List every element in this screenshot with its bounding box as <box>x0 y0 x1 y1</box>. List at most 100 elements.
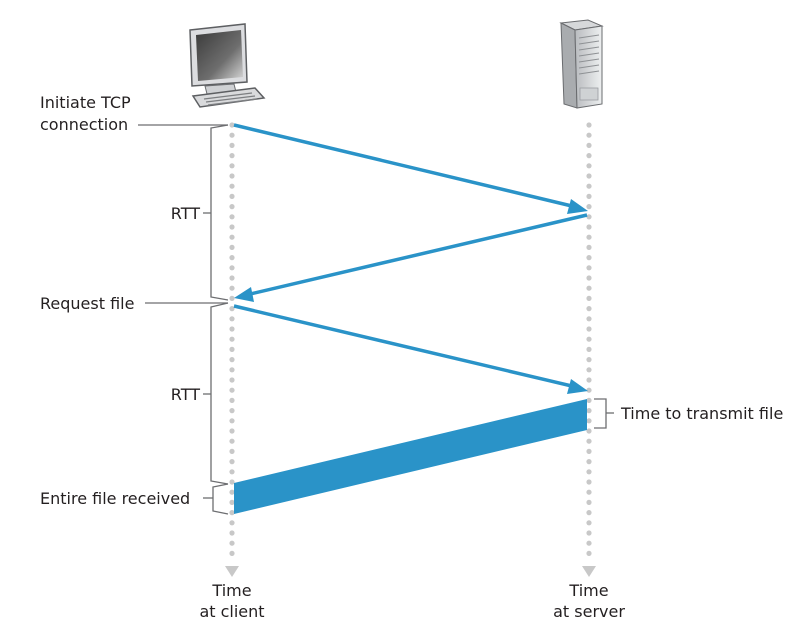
timeline-dot <box>586 122 592 128</box>
timeline-dot <box>586 142 592 148</box>
rtt1-label: RTT <box>171 204 200 223</box>
timeline-dot <box>229 377 235 383</box>
timeline-dot <box>229 316 235 322</box>
request-file-label: Request file <box>40 294 134 313</box>
timeline-dot <box>586 489 592 495</box>
rtt1-bracket <box>210 124 229 301</box>
timeline-dot <box>586 285 592 291</box>
timeline-dot <box>229 255 235 261</box>
timeline-dot <box>586 469 592 475</box>
timeline-dot <box>229 550 235 557</box>
timeline-dot <box>229 204 235 210</box>
timeline-dot <box>586 367 592 373</box>
timeline-dot <box>229 336 235 342</box>
timeline-dot <box>586 499 592 505</box>
timeline-dot <box>586 295 592 301</box>
timeline-dot <box>586 377 592 383</box>
timeline-dot <box>229 234 235 240</box>
timeline-dot <box>586 357 592 363</box>
timeline-dot <box>586 540 592 546</box>
received-label: Entire file received <box>40 489 190 508</box>
timeline-dot <box>586 183 592 189</box>
timeline-dot <box>586 530 592 536</box>
timeline-dot <box>229 499 235 505</box>
timeline-dot <box>229 285 235 291</box>
timeline-dot <box>229 387 235 393</box>
server-time-label-line1: Time <box>568 581 608 600</box>
timeline-dot <box>229 397 235 403</box>
timeline-dot <box>229 326 235 332</box>
timeline-dot <box>229 428 235 434</box>
server-timeline <box>586 122 592 557</box>
timeline-dot <box>586 193 592 199</box>
timeline-dot <box>586 387 592 393</box>
synack-arrow <box>234 213 588 302</box>
timeline-dot <box>229 224 235 230</box>
timeline-dot <box>586 173 592 179</box>
timeline-dot <box>229 265 235 271</box>
timeline-dot <box>586 224 592 230</box>
timeline-dot <box>586 163 592 169</box>
timeline-dot <box>229 306 235 312</box>
timeline-dot <box>586 275 592 281</box>
timeline-dot <box>586 316 592 322</box>
timeline-dot <box>586 520 592 526</box>
timeline-dot <box>229 244 235 250</box>
client-time-arrowhead <box>225 566 239 577</box>
timeline-dot <box>586 550 592 557</box>
timeline-dot <box>229 418 235 424</box>
timeline-dot <box>586 234 592 240</box>
timeline-dot <box>586 459 592 465</box>
received-bracket <box>212 483 229 515</box>
timeline-dot <box>586 204 592 210</box>
timeline-dot <box>586 244 592 250</box>
timeline-dot <box>229 346 235 352</box>
initiate-label-line1: Initiate TCP <box>40 93 131 112</box>
timeline-dot <box>586 265 592 271</box>
timeline-dot <box>229 520 235 526</box>
timeline-dot <box>229 142 235 148</box>
server-time-label-line2: at server <box>553 602 625 621</box>
transmit-bracket <box>594 398 607 429</box>
timeline-dot <box>586 336 592 342</box>
timeline-dot <box>229 438 235 444</box>
timeline-dot <box>229 408 235 414</box>
timeline-dot <box>586 408 592 414</box>
timeline-dot <box>229 448 235 454</box>
rtt2-bracket <box>210 302 229 485</box>
client-timeline <box>229 122 235 557</box>
timeline-dot <box>229 357 235 363</box>
transmit-label: Time to transmit file <box>620 404 783 423</box>
timeline-dot <box>229 193 235 199</box>
timeline-dot <box>586 397 592 403</box>
timeline-dot <box>586 418 592 424</box>
timeline-dot <box>586 448 592 454</box>
timeline-dot <box>229 214 235 220</box>
timeline-dot <box>229 509 235 516</box>
timeline-dot <box>229 275 235 281</box>
timeline-dot <box>229 173 235 179</box>
desktop-computer-icon <box>189 23 266 108</box>
timeline-dot <box>586 438 592 444</box>
timeline-dot <box>229 530 235 536</box>
client-time-label-line2: at client <box>199 602 264 621</box>
timeline-dot <box>586 306 592 312</box>
timeline-dot <box>586 479 592 485</box>
timeline-dot <box>229 367 235 373</box>
timeline-dot <box>229 540 235 546</box>
timeline-dot <box>229 153 235 159</box>
initiate-label-line2: connection <box>40 115 128 134</box>
timeline-dot <box>586 132 592 138</box>
timeline-dot <box>229 163 235 169</box>
request-arrow <box>233 304 588 394</box>
timeline-dot <box>586 326 592 332</box>
server-tower-icon <box>559 19 604 109</box>
timeline-dot <box>586 153 592 159</box>
timeline-dot <box>229 132 235 138</box>
timeline-dot <box>229 469 235 475</box>
timeline-dot <box>229 183 235 189</box>
timeline-dot <box>229 489 235 495</box>
rtt2-label: RTT <box>171 385 200 404</box>
timeline-dot <box>229 122 235 128</box>
